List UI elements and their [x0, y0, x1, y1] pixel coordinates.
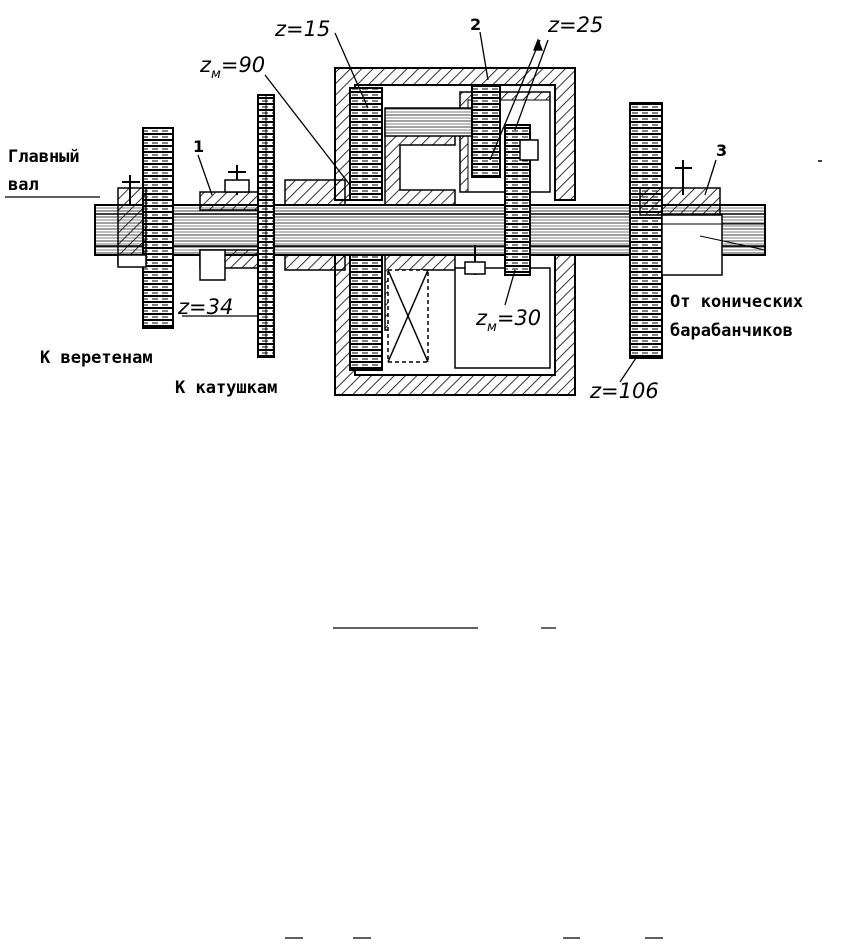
label-zm90: zм=90 — [199, 53, 265, 82]
carrier-window — [388, 270, 428, 362]
label-part-1: 1 — [193, 137, 204, 156]
label-z25: z=25 — [547, 13, 603, 37]
planet-shaft — [385, 108, 485, 136]
planet-gear-2 — [472, 85, 500, 177]
label-z34: z=34 — [177, 295, 233, 319]
label-part-3: 3 — [716, 141, 727, 160]
label-part-2: 2 — [470, 15, 481, 34]
label-zm90-val: =90 — [221, 53, 265, 77]
label-z106: z=106 — [589, 379, 659, 403]
label-from-bevel-2: барабанчиков — [670, 321, 793, 341]
label-zm90-sub: м — [211, 67, 221, 82]
label-zm30-val: =30 — [497, 306, 541, 330]
label-from-bevel-1: От конических — [670, 292, 803, 312]
spindle-drive-gear — [118, 128, 173, 328]
bobbin-drive-gear — [258, 95, 274, 357]
formula-rules — [285, 628, 663, 938]
label-z15: z=15 — [274, 17, 330, 41]
label-main-shaft-2: вал — [8, 175, 39, 195]
label-to-spindles: К веретенам — [40, 348, 153, 368]
label-main-shaft-1: Главный — [8, 147, 80, 167]
label-to-bobbins: К катушкам — [175, 378, 277, 398]
label-zm30-sub: м — [487, 320, 497, 335]
